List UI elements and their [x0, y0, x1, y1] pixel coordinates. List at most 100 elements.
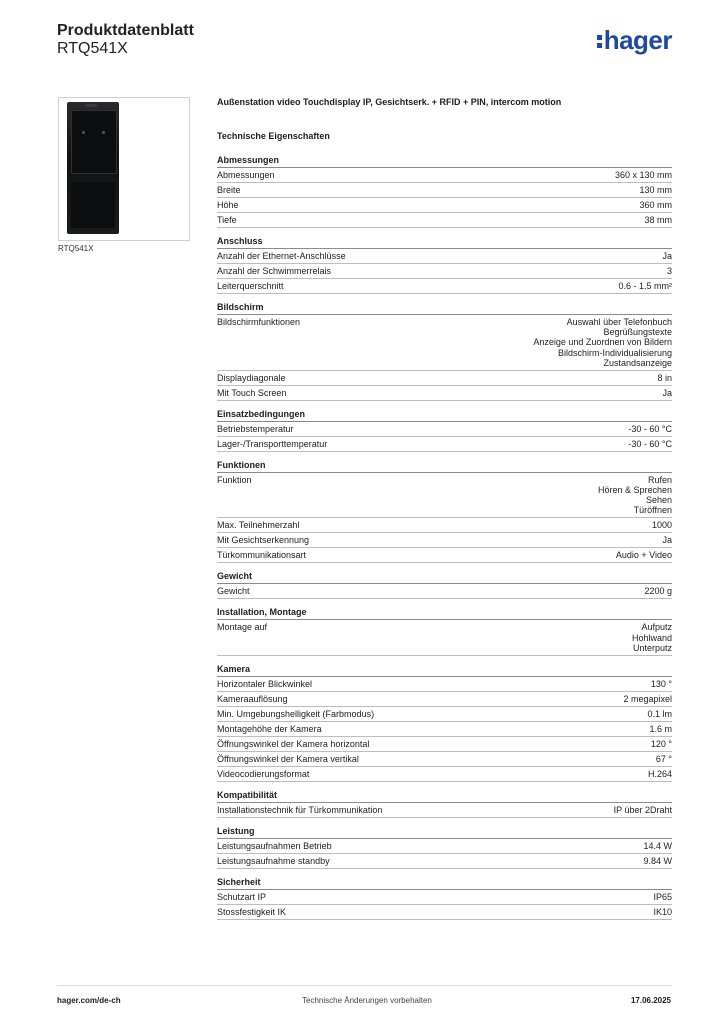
- spec-label: Breite: [217, 185, 241, 195]
- spec-value-line: Unterputz: [632, 642, 672, 653]
- product-description: Außenstation video Touchdisplay IP, Gesi…: [217, 97, 562, 107]
- spec-value: 14.4 W: [643, 841, 672, 851]
- spec-value: 130 °: [651, 679, 672, 689]
- spec-value-line: -30 - 60 °C: [628, 438, 672, 449]
- hager-logo: hager: [596, 25, 673, 55]
- section-title: Bildschirm: [217, 300, 672, 315]
- spec-label: Gewicht: [217, 586, 250, 597]
- spec-value: 0.6 - 1.5 mm²: [618, 281, 672, 291]
- spec-value-line: 8 in: [657, 372, 672, 383]
- spec-value: -30 - 60 °C: [628, 439, 672, 449]
- spec-value-line: Sehen: [645, 495, 672, 506]
- section-title: Abmessungen: [217, 153, 672, 168]
- spec-value-line: Zustandsanzeige: [603, 357, 672, 368]
- spec-row: Breite 130 mm: [217, 183, 672, 198]
- spec-label: Kameraauflösung: [217, 693, 288, 704]
- spec-value: 130 mm: [639, 185, 672, 195]
- spec-value: -30 - 60 °C: [628, 424, 672, 434]
- spec-label: Betriebstemperatur: [217, 423, 294, 434]
- spec-row: Gewicht 2200 g: [217, 584, 672, 600]
- spec-value: 1.6 m: [649, 724, 672, 734]
- spec-label: Horizontaler Blickwinkel: [217, 678, 313, 689]
- spec-row: Höhe 360 mm: [217, 198, 672, 213]
- spec-value-line: 360 x 130 mm: [614, 170, 672, 180]
- spec-value-line: 120 °: [650, 738, 672, 749]
- footer-website[interactable]: hager.com/de-ch: [57, 996, 121, 1005]
- spec-value: 8 in: [657, 373, 672, 383]
- section-title: Gewicht: [217, 569, 672, 585]
- logo-text: hager: [603, 25, 673, 55]
- spec-label: Tiefe: [217, 215, 237, 225]
- spec-value-line: Audio + Video: [615, 550, 672, 561]
- spec-value-line: Anzeige und Zuordnen von Bildern: [533, 337, 672, 348]
- spec-value: 9.84 W: [643, 856, 672, 866]
- footer-date: 17.06.2025: [630, 996, 671, 1005]
- logo-dots-icon: [596, 27, 603, 53]
- spec-value-line: H.264: [647, 768, 672, 779]
- spec-content: Außenstation video Touchdisplay IP, Gesi…: [217, 95, 672, 926]
- spec-label: Installationstechnik für Türkommunikatio…: [217, 804, 383, 815]
- spec-label: Mit Gesichtserkennung: [217, 535, 310, 546]
- footer-divider: [57, 985, 672, 986]
- spec-row: Mit Gesichtserkennung Ja: [217, 533, 672, 549]
- spec-value: Ja: [662, 251, 672, 261]
- spec-label: Funktion: [217, 474, 252, 485]
- spec-row: Bildschirmfunktionen Auswahl über Telefon…: [217, 315, 672, 371]
- section-title: Anschluss: [217, 234, 672, 249]
- spec-row: Leiterquerschnitt 0.6 - 1.5 mm²: [217, 279, 672, 294]
- spec-value: Audio + Video: [616, 550, 672, 560]
- spec-value-line: 14.4 W: [643, 840, 672, 851]
- spec-label: Türkommunikationsart: [217, 550, 307, 561]
- spec-value-line: 67 °: [655, 753, 672, 764]
- spec-value-line: 0.6 - 1.5 mm²: [618, 281, 672, 291]
- spec-value: 360 x 130 mm: [615, 170, 672, 180]
- spec-row: Türkommunikationsart Audio + Video: [217, 548, 672, 564]
- spec-label: Anzahl der Ethernet-Anschlüsse: [217, 251, 346, 261]
- spec-value-line: Hohlwand: [631, 632, 672, 643]
- spec-value: 360 mm: [639, 200, 672, 210]
- spec-label: Höhe: [217, 200, 239, 210]
- spec-value-line: 1.6 m: [649, 723, 672, 734]
- spec-value-line: Ja: [662, 251, 672, 261]
- spec-value-line: Ja: [662, 387, 672, 398]
- spec-value: IP über 2Draht: [614, 805, 672, 815]
- spec-value: IK10: [653, 907, 672, 917]
- spec-value-line: 9.84 W: [643, 855, 672, 866]
- spec-value: Ja: [662, 535, 672, 545]
- section-title: Sicherheit: [217, 875, 672, 890]
- spec-value-line: 360 mm: [639, 200, 672, 210]
- spec-value-line: Auswahl über Telefonbuch: [566, 317, 672, 327]
- spec-row: Min. Umgebungshelligkeit (Farbmodus)0.1 …: [217, 707, 672, 722]
- spec-label: Anzahl der Schwimmerrelais: [217, 266, 332, 276]
- spec-value: 2 megapixel: [623, 694, 672, 704]
- spec-value: 3: [667, 266, 672, 276]
- spec-value-line: 2 megapixel: [623, 693, 672, 704]
- spec-value-line: Begrüßungstexte: [603, 327, 672, 338]
- spec-row: Lager-/Transporttemperatur-30 - 60 °C: [217, 437, 672, 452]
- spec-value: 2200 g: [644, 586, 672, 596]
- spec-value: H.264: [648, 769, 672, 779]
- spec-label: Öffnungswinkel der Kamera vertikal: [217, 753, 359, 764]
- spec-value-line: 1000: [651, 520, 672, 531]
- spec-value-line: Türöffnen: [633, 505, 672, 516]
- spec-label: Bildschirmfunktionen: [217, 317, 301, 327]
- section-title: Kompatibilität: [217, 788, 672, 803]
- spec-label: Leiterquerschnitt: [217, 281, 284, 291]
